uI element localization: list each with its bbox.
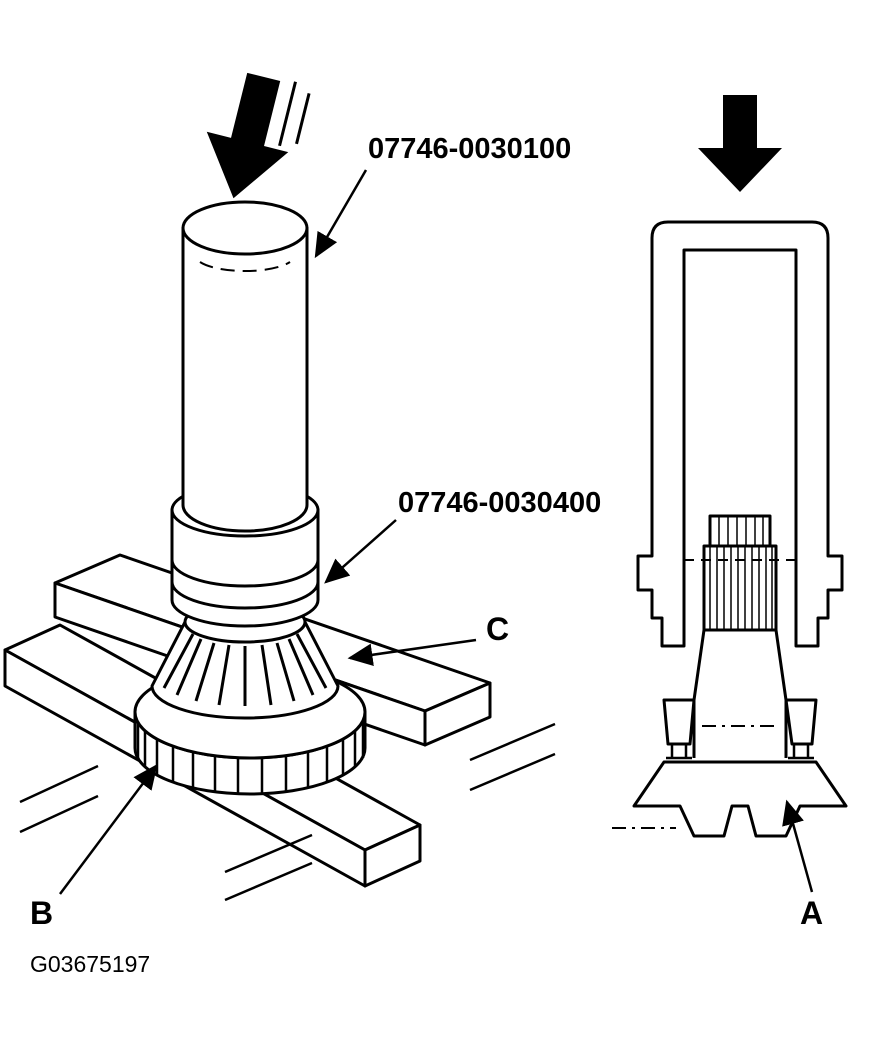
part-number-driver: 07746-0030100 [368,133,571,165]
press-force-arrow-right-icon [698,95,782,192]
roller-right [784,698,818,746]
leader-arrows [59,169,814,895]
attachment-ring-1 [170,559,320,588]
driver-tool [181,200,309,533]
gear-teeth [136,722,365,794]
break-lines-bottom [224,833,313,902]
bearing-rollers [662,698,818,760]
label-a: A [800,895,823,931]
arrow-solid [206,72,289,199]
roller-left-feet [666,744,692,760]
shaft-spline-section [702,544,778,632]
break-lines-right [469,722,556,792]
leader-a [782,799,814,893]
leader-driver [314,169,368,259]
leader-attachment [324,519,397,584]
base-bar-lower-end [363,823,422,888]
arrow-echo-lines [278,81,311,147]
label-c: C [486,611,509,647]
break-lines-left [19,764,99,834]
shaft-spline-hatch [709,546,773,630]
pinion-shaft-section [692,514,788,758]
shaft-top-hatch [718,516,764,546]
press-force-arrow-left-icon [206,72,311,199]
roller-left [662,698,696,746]
race-cage-slots [162,633,328,706]
attachment-body [170,508,320,628]
leader-c [347,638,477,666]
right-assembly [612,95,848,838]
label-b: B [30,895,53,931]
leader-b [59,764,158,895]
base-bar-upper-end [423,681,492,747]
driver-body [181,226,309,533]
driver-chamfer-line [199,261,291,273]
left-assembly [3,72,556,902]
figure-code: G03675197 [30,951,150,977]
roller-right-feet [788,744,814,760]
shaft-shoulder [692,629,788,758]
driver-top-face [181,200,309,256]
part-number-attachment: 07746-0030400 [398,487,601,519]
driver-cup-section [636,220,844,648]
attachment-ring-2 [170,581,320,610]
pinion-gear-section [632,760,848,838]
